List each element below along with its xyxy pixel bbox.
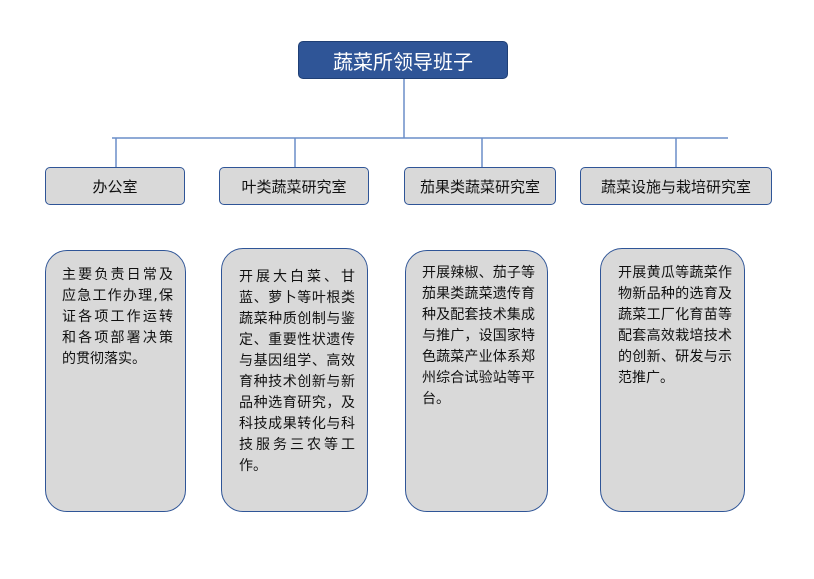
desc-text-solanaceous-vegetables: 开展辣椒、茄子等茄果类蔬菜遗传育种及配套技术集成与推广，设国家特色蔬菜产业体系郑… <box>422 265 535 407</box>
desc-text-leafy-vegetables: 开展大白菜、甘蓝、萝卜等叶根类蔬菜种质创制与鉴定、重要性状遗传与基因组学、高效育… <box>239 269 355 474</box>
dept-label-leafy-vegetables: 叶类蔬菜研究室 <box>241 177 347 196</box>
dept-label-solanaceous-vegetables: 茄果类蔬菜研究室 <box>419 177 540 196</box>
dept-box-facility-cultivation: 蔬菜设施与栽培研究室 <box>580 167 772 205</box>
dept-label-office: 办公室 <box>92 177 138 196</box>
desc-text-facility-cultivation: 开展黄瓜等蔬菜作物新品种的选育及蔬菜工厂化育苗等配套高效栽培技术的创新、研发与示… <box>618 265 732 386</box>
desc-text-office: 主要负责日常及应急工作办理,保证各项工作运转和各项部署决策的贯彻落实。 <box>62 267 173 367</box>
desc-box-leafy-vegetables: 开展大白菜、甘蓝、萝卜等叶根类蔬菜种质创制与鉴定、重要性状遗传与基因组学、高效育… <box>221 248 368 512</box>
dept-box-leafy-vegetables: 叶类蔬菜研究室 <box>219 167 369 205</box>
desc-box-facility-cultivation: 开展黄瓜等蔬菜作物新品种的选育及蔬菜工厂化育苗等配套高效栽培技术的创新、研发与示… <box>600 248 745 512</box>
root-title: 蔬菜所领导班子 <box>333 49 473 74</box>
dept-box-office: 办公室 <box>45 167 185 205</box>
root-leadership-box: 蔬菜所领导班子 <box>298 41 508 79</box>
desc-box-office: 主要负责日常及应急工作办理,保证各项工作运转和各项部署决策的贯彻落实。 <box>45 250 186 512</box>
dept-label-facility-cultivation: 蔬菜设施与栽培研究室 <box>600 177 751 196</box>
dept-box-solanaceous-vegetables: 茄果类蔬菜研究室 <box>404 167 556 205</box>
desc-box-solanaceous-vegetables: 开展辣椒、茄子等茄果类蔬菜遗传育种及配套技术集成与推广，设国家特色蔬菜产业体系郑… <box>405 250 548 512</box>
